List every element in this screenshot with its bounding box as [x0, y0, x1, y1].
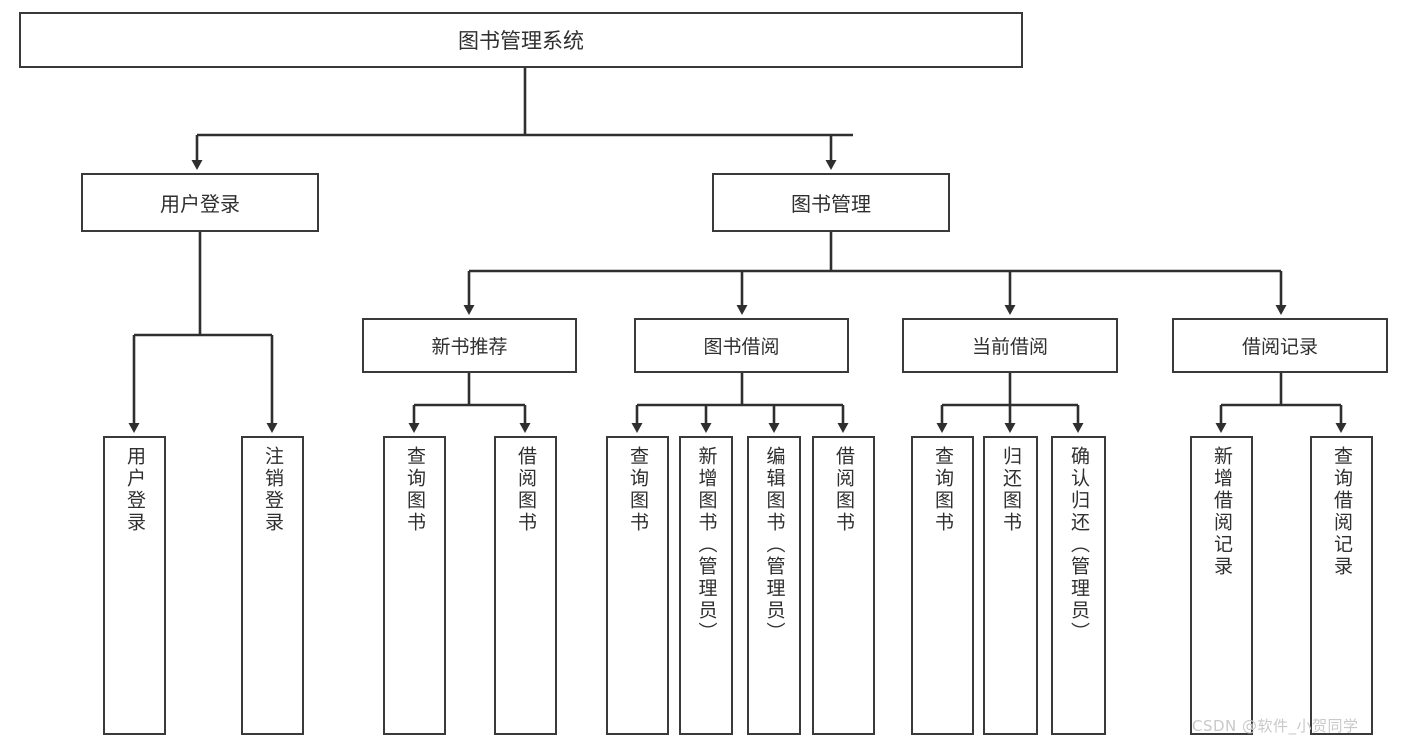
leaf-label: 编辑图书（管理员） [763, 446, 786, 644]
node-label: 用户登录 [160, 192, 240, 216]
leaf-user-login-logout[interactable]: 注销登录 [241, 436, 304, 735]
node-user-login[interactable]: 用户登录 [81, 173, 319, 232]
node-label: 新书推荐 [431, 336, 508, 358]
leaf-record-query[interactable]: 查询借阅记录 [1310, 436, 1373, 735]
leaf-borrow-query-book[interactable]: 查询图书 [606, 436, 669, 735]
leaf-user-login-login[interactable]: 用户登录 [103, 436, 166, 735]
node-borrow-record[interactable]: 借阅记录 [1172, 318, 1388, 373]
node-book-management-system[interactable]: 图书管理系统 [19, 12, 1023, 68]
node-current-borrow[interactable]: 当前借阅 [902, 318, 1118, 373]
leaf-borrow-add-book[interactable]: 新增图书（管理员） [679, 436, 733, 735]
leaf-borrow-borrow-book[interactable]: 借阅图书 [812, 436, 875, 735]
node-label: 当前借阅 [971, 336, 1048, 358]
node-book-management[interactable]: 图书管理 [712, 173, 950, 232]
node-label: 图书管理系统 [458, 29, 584, 53]
leaf-current-return-book[interactable]: 归还图书 [983, 436, 1038, 735]
leaf-current-confirm-return[interactable]: 确认归还（管理员） [1051, 436, 1106, 735]
node-label: 借阅记录 [1241, 336, 1318, 358]
leaf-label: 归还图书 [1000, 446, 1022, 534]
csdn-watermark: CSDN @软件_小贺同学 [1192, 717, 1359, 735]
leaf-label: 注销登录 [262, 446, 284, 534]
leaf-new-book-query[interactable]: 查询图书 [383, 436, 446, 735]
node-label: 图书管理 [791, 192, 871, 216]
leaf-label: 新增图书（管理员） [695, 446, 718, 644]
leaf-borrow-edit-book[interactable]: 编辑图书（管理员） [747, 436, 801, 735]
leaf-label: 查询图书 [627, 446, 649, 534]
leaf-record-add[interactable]: 新增借阅记录 [1190, 436, 1253, 735]
leaf-label: 用户登录 [124, 446, 146, 534]
node-book-borrow[interactable]: 图书借阅 [634, 318, 849, 373]
leaf-label: 查询借阅记录 [1331, 446, 1353, 578]
leaf-new-book-borrow[interactable]: 借阅图书 [494, 436, 557, 735]
leaf-label: 查询图书 [932, 446, 954, 534]
leaf-label: 借阅图书 [515, 446, 537, 534]
leaf-label: 新增借阅记录 [1211, 446, 1233, 578]
leaf-label: 借阅图书 [833, 446, 855, 534]
leaf-label: 确认归还（管理员） [1068, 446, 1090, 644]
leaf-label: 查询图书 [404, 446, 426, 534]
node-new-book-recommend[interactable]: 新书推荐 [362, 318, 577, 373]
leaf-current-query-book[interactable]: 查询图书 [911, 436, 974, 735]
node-label: 图书借阅 [703, 336, 780, 358]
